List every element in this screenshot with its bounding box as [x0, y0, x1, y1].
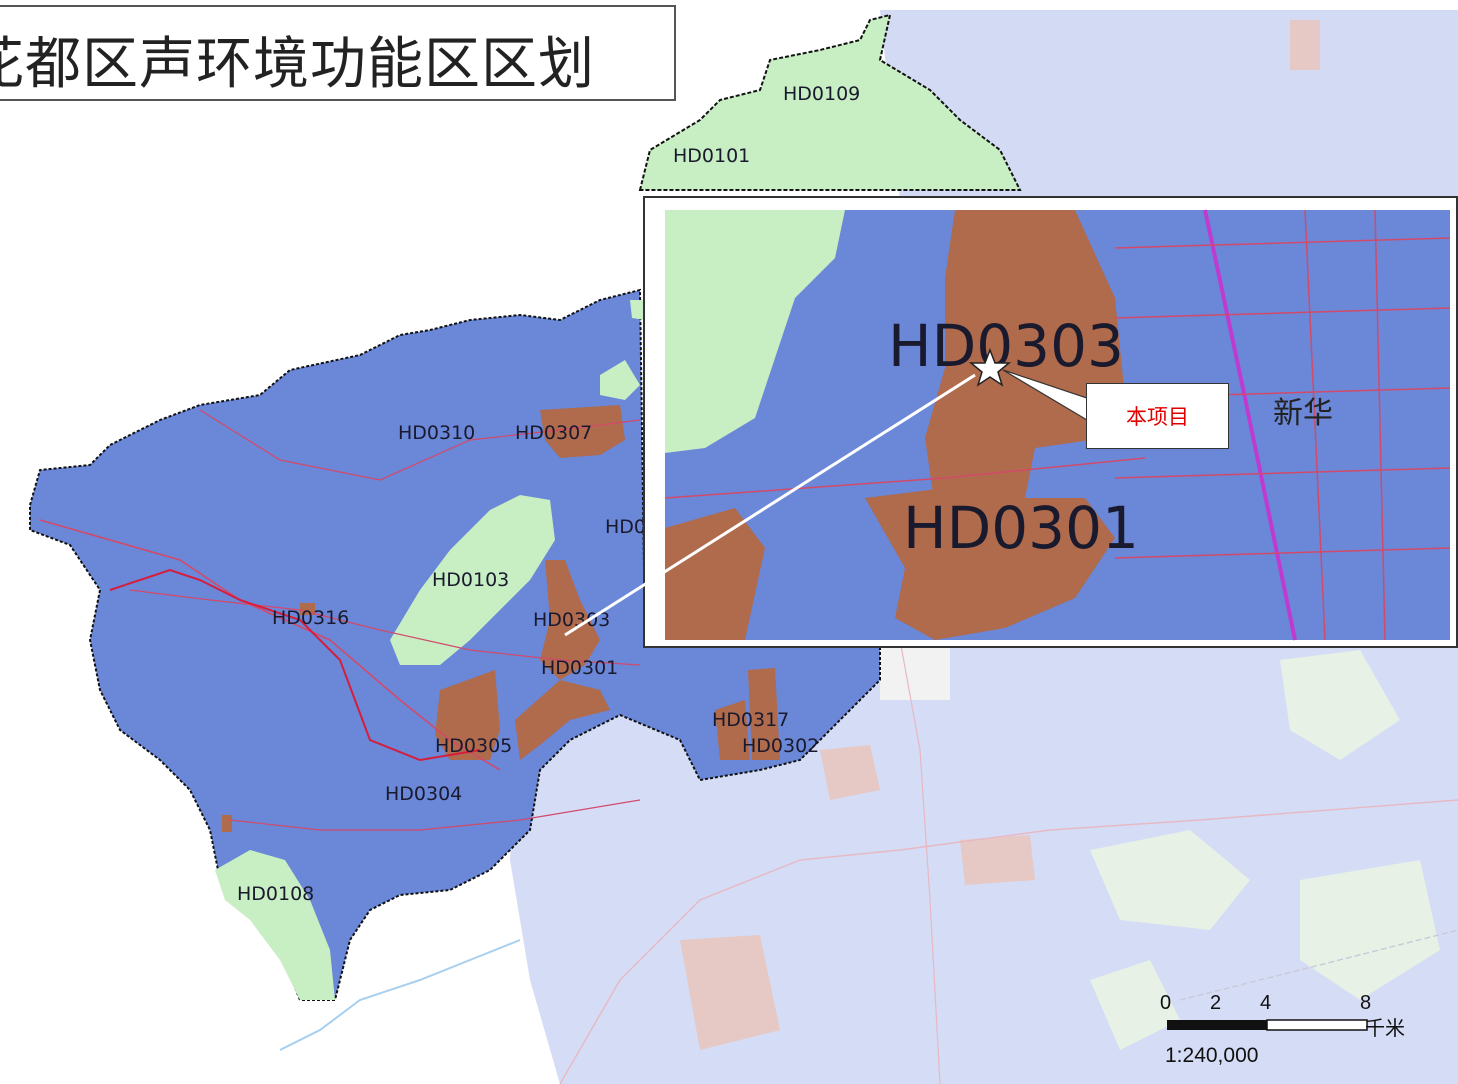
outside-green-patch [1090, 830, 1250, 930]
zone-label-hd0310: HD0310 [398, 422, 475, 444]
inset-map-frame: HD0303 HD0301 新华 [643, 196, 1458, 648]
title-box: 花都区声环境功能区区划 [0, 5, 676, 101]
road [39, 519, 501, 771]
map-title: 花都区声环境功能区区划 [0, 32, 595, 97]
inset-road [1114, 547, 1451, 559]
road [229, 799, 641, 831]
outside-orange-patch [960, 835, 1035, 885]
zone-hd0302-area [715, 700, 750, 760]
inset-road [1203, 209, 1297, 641]
scale-tick-0: 0 [1160, 992, 1172, 1014]
road [559, 799, 1458, 1084]
scale-tick-8: 8 [1360, 992, 1372, 1014]
inset-road [1374, 209, 1386, 641]
river [279, 939, 521, 1051]
outside-orange-patch [1290, 20, 1320, 70]
road [129, 589, 641, 666]
outside-green-patch [1280, 650, 1400, 760]
zone-hd0317-area [748, 668, 780, 760]
zone-label-hd0301: HD0301 [541, 657, 618, 679]
scale-ratio: 1:240,000 [1165, 1044, 1259, 1067]
inset-label-hd0303: HD0303 [888, 312, 1124, 380]
inset-road [1114, 467, 1451, 479]
zone-hd0101-area [638, 13, 1022, 191]
zone-label-hd0302: HD0302 [742, 735, 819, 757]
outside-green-patch [1090, 960, 1180, 1050]
inset-road [1114, 307, 1451, 319]
outside-orange-patch [820, 745, 880, 800]
outside-green-patch [1300, 860, 1440, 1000]
zone-label-hd0305: HD0305 [435, 735, 512, 757]
road [899, 639, 941, 1084]
project-location-star-icon [968, 347, 1012, 387]
zone-label-hd0317: HD0317 [712, 709, 789, 731]
zone-label-hd0316: HD0316 [272, 607, 349, 629]
scale-unit: 千米 [1365, 1018, 1405, 1040]
zone-hd0305-area [435, 670, 500, 760]
zone-label-hd0108: HD0108 [237, 883, 314, 905]
zone-label-hd0: HD0 [605, 516, 646, 538]
inset-map: HD0303 HD0301 新华 [664, 209, 1451, 641]
outside-green-patch [880, 640, 950, 700]
district-boundary [109, 568, 481, 762]
scale-bar: 0 2 4 8 千米 1:240,000 [1160, 990, 1450, 1080]
zone-hd0108-area [215, 850, 335, 1000]
zone-hd0304-area [222, 815, 232, 832]
zone-label-hd0304: HD0304 [385, 783, 462, 805]
zone-label-hd0307: HD0307 [515, 422, 592, 444]
scale-bar-graphic [1167, 1019, 1368, 1031]
zone-hd0301-area [515, 680, 610, 760]
zone-hd0103-area [390, 495, 555, 665]
outside-orange-patch [680, 935, 780, 1050]
zone-label-hd0303: HD0303 [533, 609, 610, 631]
zone-label-hd0103: HD0103 [432, 569, 509, 591]
zone-label-hd0101: HD0101 [673, 145, 750, 167]
inset-road [1304, 209, 1326, 641]
inset-road [1114, 237, 1451, 249]
zone-hd0316-area [300, 603, 315, 615]
road [1179, 929, 1458, 1001]
scale-tick-4: 4 [1260, 992, 1272, 1014]
scale-tick-2: 2 [1210, 992, 1222, 1014]
green-patch [630, 300, 645, 320]
inset-label-hd0301: HD0301 [903, 494, 1139, 562]
zone-label-hd0109: HD0109 [783, 83, 860, 105]
inset-place-name: 新华 [1273, 396, 1333, 431]
project-callout: 本项目 [1086, 383, 1229, 449]
